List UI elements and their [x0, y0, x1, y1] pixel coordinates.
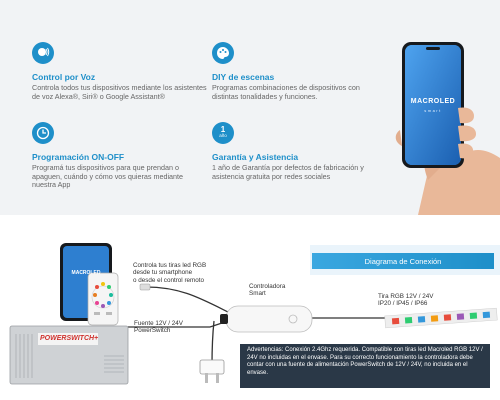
voice-icon	[32, 42, 54, 64]
strip-label: Tira RGB 12V / 24V IP20 / IP45 / IP66	[378, 293, 433, 308]
power-plug-shape	[199, 359, 225, 383]
warranty-icon: 1 año	[212, 122, 234, 144]
phone-in-hand-image: MACROLED smart	[388, 30, 500, 215]
feature-title: Control por Voz	[32, 72, 96, 82]
phone-sub-text: smart	[424, 108, 442, 113]
feature-desc: Controla todos tus dispositivos mediante…	[32, 83, 207, 101]
palette-icon	[212, 42, 234, 64]
feature-desc: 1 año de Garantía por defectos de fabric…	[212, 163, 364, 181]
controller-label: Controladora Smart	[249, 283, 285, 298]
diagram-phone-brand: MACROLED	[71, 270, 101, 276]
warranty-badge-unit: año	[219, 133, 227, 138]
power-supply-shape	[9, 325, 129, 385]
feature-voice: Control por Voz Controla todos tus dispo…	[32, 42, 207, 101]
remote-control-shape	[87, 272, 119, 326]
power-wire	[128, 321, 226, 328]
feature-schedule: Programación ON-OFF Programá tus disposi…	[32, 122, 207, 190]
controller-label-line: Smart	[249, 290, 266, 298]
remote-note-line: desde tu smartphone	[133, 269, 193, 277]
feature-warranty: 1 año Garantía y Asistencia 1 año de Gar…	[212, 122, 387, 181]
clock-icon	[32, 122, 54, 144]
diagram-title: Diagrama de Conexión	[312, 253, 494, 269]
warning-box: Advertencias: Conexión 2.4Ghz requerida.…	[240, 344, 490, 388]
feature-title: DIY de escenas	[212, 72, 275, 82]
plug-wire	[211, 320, 215, 366]
strip-label-line: IP20 / IP45 / IP66	[378, 300, 428, 308]
feature-scenes: DIY de escenas Programas combinaciones d…	[212, 42, 387, 101]
power-label-line: Fuente 12V / 24V	[134, 320, 184, 327]
remote-note-line: Controla tus tiras led RGB	[133, 262, 207, 269]
feature-title: Garantía y Asistencia	[212, 152, 299, 162]
psu-brand: POWERSWITCH+	[40, 335, 99, 342]
remote-note: Controla tus tiras led RGB desde tu smar…	[133, 262, 206, 284]
strip-label-line: Tira RGB 12V / 24V	[378, 293, 434, 300]
feature-title: Programación ON-OFF	[32, 152, 125, 162]
feature-desc: Programá tus dispositivos para que prend…	[32, 163, 184, 190]
phone-brand-text: MACROLED	[410, 98, 456, 105]
power-label: Fuente 12V / 24V PowerSwitch	[134, 320, 183, 335]
controller-shape	[225, 305, 313, 333]
power-label-line: PowerSwitch	[134, 327, 171, 335]
features-panel: Control por Voz Controla todos tus dispo…	[0, 0, 500, 215]
remote-note-line: o desde el control remoto	[133, 276, 205, 284]
warranty-badge-number: 1	[220, 125, 226, 134]
feature-desc: Programas combinaciones de dispositivos …	[212, 83, 360, 101]
remote-wire	[145, 286, 229, 313]
led-strip-shape	[384, 307, 498, 329]
controller-label-line: Controladora	[249, 283, 286, 290]
